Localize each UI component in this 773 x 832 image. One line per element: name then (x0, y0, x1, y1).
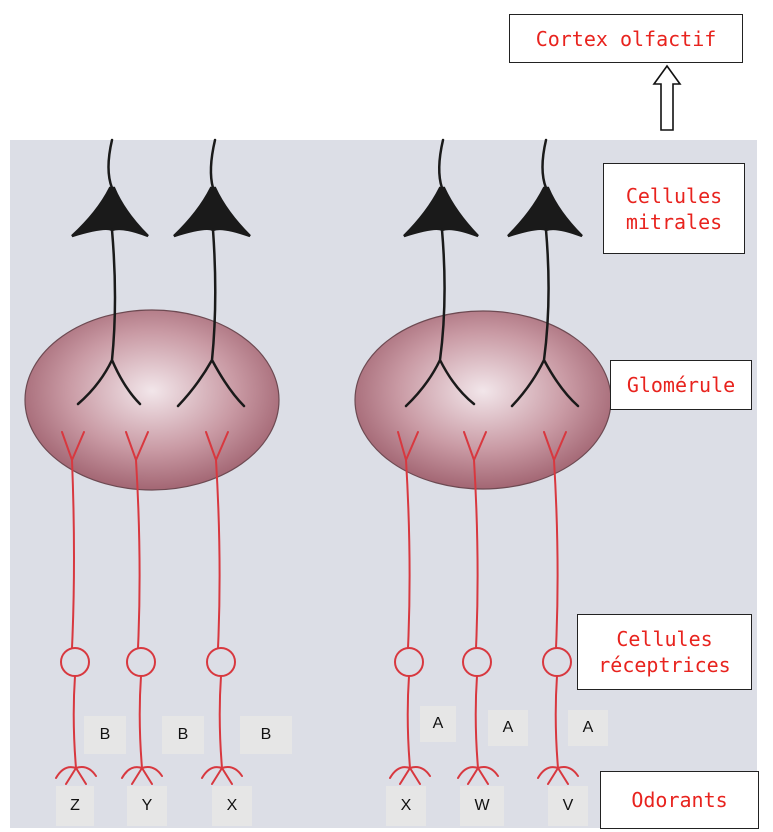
odorants-label: Odorants (600, 771, 759, 829)
receptor-label: X (386, 786, 426, 826)
receptor-cell (202, 432, 242, 784)
receptor-label: Z (56, 786, 94, 826)
glomerule-left (25, 310, 279, 490)
odorant-letter: B (162, 716, 204, 754)
receptor-cells-label: Cellules réceptrices (577, 614, 752, 690)
odorant-letter: A (568, 710, 608, 746)
odorant-letter: A (420, 706, 456, 742)
odorant-letter: B (240, 716, 292, 754)
receptor-label: W (460, 786, 504, 826)
up-arrow-icon (654, 66, 680, 130)
mitral-cells-label: Cellules mitrales (603, 163, 745, 254)
receptor-label: V (548, 786, 588, 826)
odorant-letter: A (488, 710, 528, 746)
odorant-letter: B (84, 716, 126, 754)
glomerule-label: Glomérule (610, 360, 752, 410)
cortex-label: Cortex olfactif (509, 14, 743, 63)
receptor-label: X (212, 786, 252, 826)
receptor-label: Y (127, 786, 167, 826)
